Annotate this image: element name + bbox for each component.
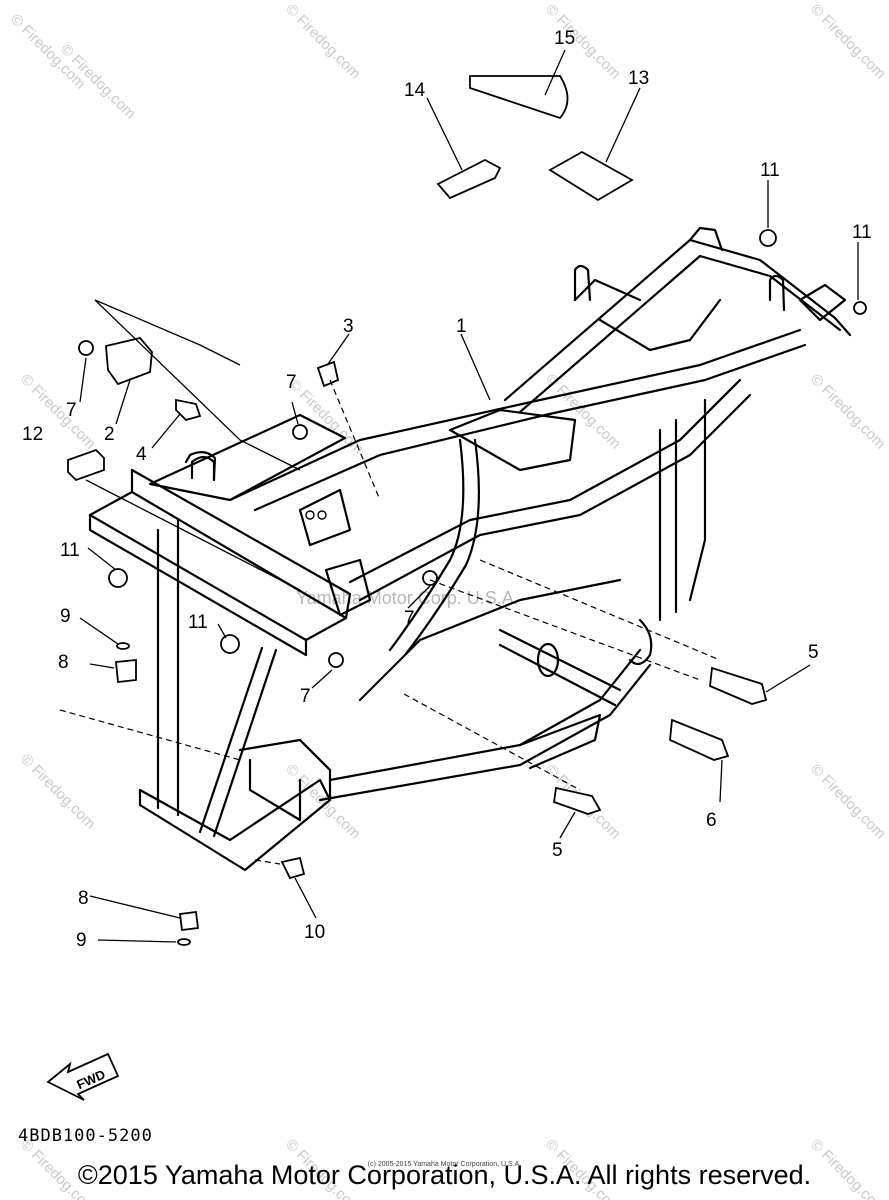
watermark: © Firedog.com <box>282 1 364 83</box>
callout-13: 13 <box>628 68 649 89</box>
callout-11: 11 <box>760 160 780 181</box>
part-11-cap <box>220 634 240 654</box>
callout-7: 7 <box>404 608 415 629</box>
part-4-bolt <box>175 398 202 422</box>
callout-11: 11 <box>852 222 872 243</box>
callout-8: 8 <box>78 888 89 909</box>
callout-9: 9 <box>76 930 87 951</box>
part-7-nut <box>292 424 308 440</box>
part-3-bolt <box>316 360 340 388</box>
part-8-grommet <box>115 659 137 683</box>
watermark: © Firedog.com <box>17 751 99 833</box>
callout-6: 5 <box>808 642 819 663</box>
callout-7: 7 <box>66 400 77 421</box>
frame-drawing <box>88 226 852 872</box>
callout-7: 7 <box>300 686 311 707</box>
copyright-notice: ©2015 Yamaha Motor Corporation, U.S.A. A… <box>77 1160 812 1190</box>
leader-lines <box>59 49 859 943</box>
part-2-bracket <box>105 336 153 386</box>
callout-3: 3 <box>343 316 354 337</box>
small-parts <box>67 75 867 946</box>
part-11-cap <box>853 301 867 315</box>
callout-10: 10 <box>304 922 325 943</box>
part-9-ring <box>116 642 130 650</box>
watermark: © Firedog.com <box>807 761 889 843</box>
callout-11: 11 <box>188 612 208 633</box>
callout-8: 8 <box>58 652 69 673</box>
part-5-bolt <box>553 786 602 815</box>
part-12-block <box>67 448 105 482</box>
callout-6: 6 <box>706 810 717 831</box>
callout-2: 2 <box>104 424 115 445</box>
watermark: © Firedog.com <box>807 371 889 453</box>
part-7-nut <box>328 652 344 668</box>
forward-arrow: FWD <box>46 1052 120 1101</box>
part-15-tape <box>469 75 569 120</box>
callout-14: 14 <box>404 80 426 101</box>
part-11-cap <box>108 568 128 588</box>
part-11-cap <box>759 229 777 247</box>
callout-15: 15 <box>554 28 575 49</box>
part-7-nut <box>78 340 94 356</box>
small-copyright: (c) 2005-2015 Yamaha Motor Corporation, … <box>367 1161 522 1168</box>
callout-9: 9 <box>60 606 71 627</box>
callouts: 15 14 13 11 11 1 3 7 2 4 7 12 11 9 11 8 … <box>22 28 872 951</box>
callout-11: 11 <box>60 540 80 561</box>
part-14-clamp <box>436 158 502 200</box>
part-6-bolt <box>709 666 768 705</box>
callout-12: 12 <box>22 424 43 445</box>
part-9-ring <box>177 938 191 946</box>
part-6-bolt <box>669 718 730 761</box>
center-watermark: Yamaha Motor Corp. U.S.A. <box>296 588 519 608</box>
part-7-nut <box>422 570 438 586</box>
part-13-plate <box>548 150 634 202</box>
part-10-fitting <box>280 856 306 880</box>
part-8-grommet <box>178 910 200 932</box>
watermark: © Firedog.com <box>807 1 889 83</box>
callout-1: 1 <box>456 316 467 337</box>
callout-4: 4 <box>136 444 147 465</box>
callout-5: 5 <box>552 840 563 861</box>
callout-7: 7 <box>286 372 297 393</box>
diagram-code: 4BDB100-5200 <box>18 1126 153 1146</box>
